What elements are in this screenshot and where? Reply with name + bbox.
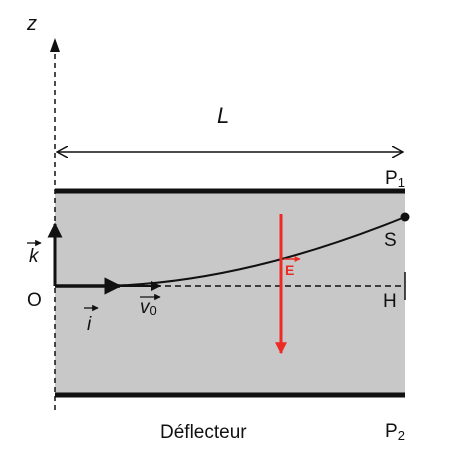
- plate-p1-label: P1: [385, 168, 405, 190]
- field-region: [55, 192, 405, 394]
- z-axis-label: z: [26, 13, 37, 35]
- electron-trajectory: [101, 216, 406, 287]
- origin-label: O: [27, 290, 42, 311]
- field-label: E: [285, 262, 294, 278]
- length-label: L: [217, 103, 229, 128]
- arrow-up-icon: [50, 38, 60, 52]
- caption: Déflecteur: [160, 422, 247, 443]
- point-s-marker: [400, 212, 410, 222]
- plate-p2-label: P2: [385, 421, 405, 443]
- vector-i-label: i: [87, 314, 92, 335]
- vector-k-label: k: [29, 246, 40, 267]
- point-h-label: H: [383, 291, 397, 312]
- point-s-label: S: [384, 230, 397, 251]
- velocity-label: v0: [140, 297, 157, 318]
